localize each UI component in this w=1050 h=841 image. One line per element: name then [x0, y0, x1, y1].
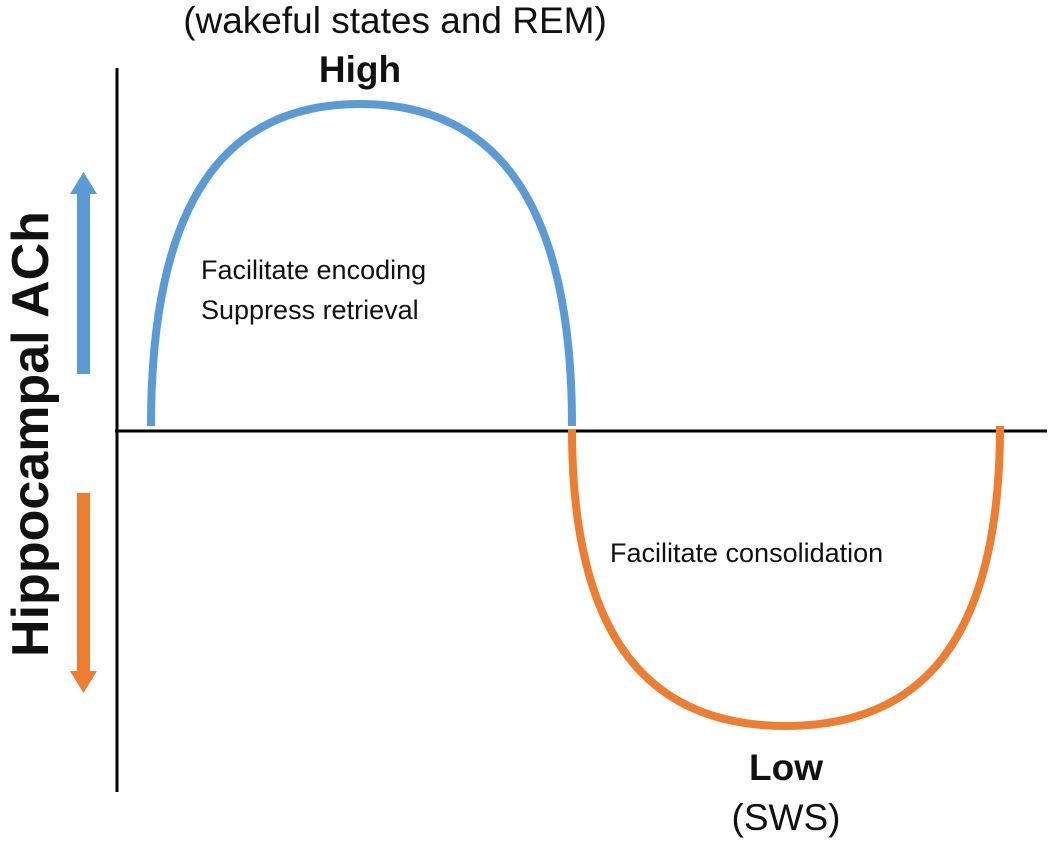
high-effect-line2: Suppress retrieval: [201, 295, 419, 325]
low-condition-label: (SWS): [732, 797, 841, 838]
low-effect-label: Facilitate consolidation: [610, 538, 883, 568]
low-level-label: Low: [749, 747, 823, 788]
high-level-label: High: [319, 49, 401, 90]
high-ach-curve: [147, 99, 576, 427]
y-axis-label: Hippocampal ACh: [2, 211, 60, 657]
increase-arrow-icon: [70, 172, 97, 374]
high-condition-label: (wakeful states and REM): [183, 0, 607, 41]
low-ach-curve: [568, 425, 1004, 731]
decrease-arrow-icon: [70, 493, 97, 693]
high-effect-line1: Facilitate encoding: [201, 255, 426, 285]
